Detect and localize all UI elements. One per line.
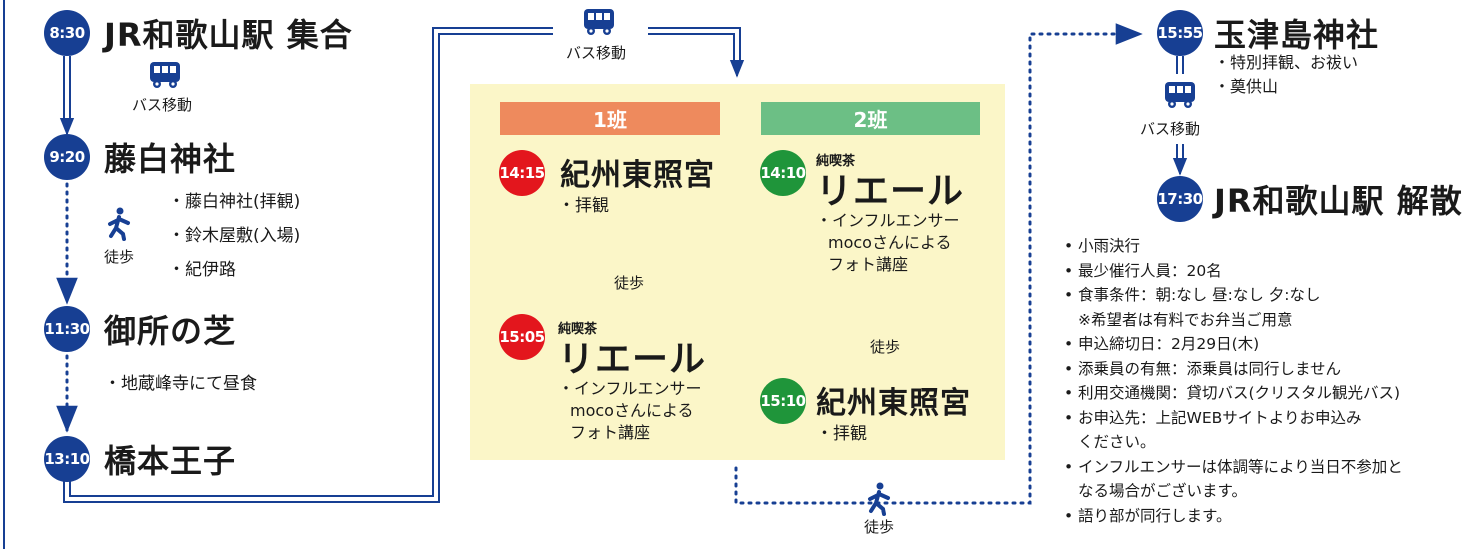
bus-line-left bbox=[63, 56, 71, 122]
stop-detail: ・特別拝観、お祓い bbox=[1214, 53, 1359, 72]
stop-detail: ・インフルエンサー bbox=[558, 379, 702, 398]
bus-label: バス移動 bbox=[132, 96, 193, 114]
bus-label: バス移動 bbox=[566, 44, 627, 62]
note-item: 語り部が同行します。 bbox=[1064, 504, 1403, 529]
bus-icon bbox=[1165, 82, 1195, 108]
walk-label: 徒歩 bbox=[864, 518, 895, 536]
stop-title: JR和歌山駅 集合 bbox=[104, 16, 353, 54]
time-badge: 13:10 bbox=[44, 436, 90, 482]
stop-detail: ・拝観 bbox=[816, 424, 867, 444]
stop-title: 橋本王子 bbox=[104, 442, 237, 480]
note-item: 添乗員の有無：添乗員は同行しません bbox=[1064, 357, 1403, 382]
time-badge: 17:30 bbox=[1157, 176, 1203, 222]
stop-detail: ・拝観 bbox=[558, 196, 609, 216]
stop-title: 紀州東照宮 bbox=[560, 158, 715, 193]
walk-label: 徒歩 bbox=[104, 248, 135, 266]
stop-title: リエール bbox=[558, 339, 707, 380]
stop-detail: ・地蔵峰寺にて昼食 bbox=[104, 374, 257, 394]
stop-title: 藤白神社 bbox=[104, 140, 237, 178]
stop-title: JR和歌山駅 解散 bbox=[1214, 182, 1463, 220]
stop-detail: フォト講座 bbox=[570, 423, 651, 442]
note-item: 申込締切日：2月29日(木) bbox=[1064, 332, 1403, 357]
bus-icon bbox=[584, 9, 614, 35]
stop-detail: ・鈴木屋敷(入場) bbox=[168, 226, 301, 246]
stop-prefix: 純喫茶 bbox=[816, 154, 856, 169]
bus-route-long bbox=[63, 27, 741, 503]
stop-detail: ・紀伊路 bbox=[168, 260, 236, 280]
stop-detail: ・藤白神社(拝観) bbox=[168, 192, 301, 212]
bus-icon bbox=[150, 62, 180, 88]
bus-line-right bbox=[1176, 56, 1184, 164]
note-item: 最少催行人員：20名 bbox=[1064, 259, 1403, 284]
time-badge: 14:15 bbox=[499, 150, 545, 196]
stop-title: 御所の芝 bbox=[104, 312, 237, 350]
note-subline: ください。 bbox=[1078, 433, 1156, 451]
stop-title: リエール bbox=[816, 171, 965, 212]
time-badge: 15:10 bbox=[760, 378, 806, 424]
bottom-walk-route bbox=[734, 23, 1143, 505]
note-item: ※希望者は有料でお弁当ご用意 bbox=[1064, 308, 1403, 333]
group2-tag: 2班 bbox=[761, 102, 980, 135]
note-item: 食事条件：朝:なし 昼:なし 夕:なし bbox=[1064, 283, 1403, 308]
stop-detail: ・インフルエンサー bbox=[816, 211, 960, 230]
page-left-border bbox=[3, 0, 5, 549]
walker-icon bbox=[868, 482, 890, 516]
time-badge: 15:55 bbox=[1157, 10, 1203, 56]
stop-prefix: 純喫茶 bbox=[558, 322, 598, 337]
stop-detail: mocoさんによる bbox=[570, 401, 694, 420]
notes-list: 小雨決行 最少催行人員：20名 食事条件：朝:なし 昼:なし 夕:なし ※希望者… bbox=[1064, 234, 1403, 528]
group-panel bbox=[470, 84, 1005, 460]
stop-detail: mocoさんによる bbox=[828, 233, 952, 252]
time-badge: 15:05 bbox=[499, 314, 545, 360]
group1-tag: 1班 bbox=[500, 102, 720, 135]
time-badge: 14:10 bbox=[760, 150, 806, 196]
walk-label: 徒歩 bbox=[614, 274, 645, 292]
note-item: お申込先：上記WEBサイトよりお申込み bbox=[1064, 406, 1403, 431]
time-badge: 9:20 bbox=[44, 134, 90, 180]
note-item: 小雨決行 bbox=[1064, 234, 1403, 259]
note-subline: ※希望者は有料でお弁当ご用意 bbox=[1078, 310, 1293, 329]
walk-label: 徒歩 bbox=[870, 338, 901, 356]
stop-detail: ・奠供山 bbox=[1214, 77, 1279, 96]
note-item: 利用交通機関：貸切バス(クリスタル観光バス) bbox=[1064, 381, 1403, 406]
stop-title: 紀州東照宮 bbox=[816, 386, 971, 421]
stop-title: 玉津島神社 bbox=[1214, 16, 1380, 54]
time-badge: 11:30 bbox=[44, 306, 90, 352]
time-badge: 8:30 bbox=[44, 10, 90, 56]
note-subline: なる場合がございます。 bbox=[1078, 482, 1247, 500]
stop-detail: フォト講座 bbox=[828, 255, 909, 274]
walker-icon bbox=[108, 207, 130, 241]
note-continuation: ください。 bbox=[1064, 430, 1403, 455]
note-item: インフルエンサーは体調等により当日不参加と bbox=[1064, 455, 1403, 480]
bus-label: バス移動 bbox=[1140, 120, 1201, 138]
note-continuation: なる場合がございます。 bbox=[1064, 479, 1403, 504]
